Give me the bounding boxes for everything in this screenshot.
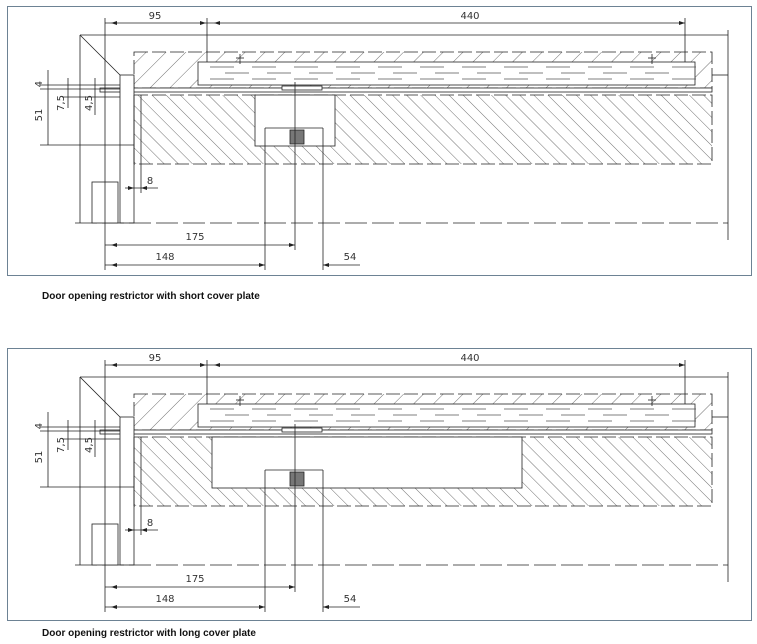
dimension-label-7-5: 7,5 — [56, 437, 67, 453]
dimension-arrowhead — [111, 363, 117, 367]
dimension-arrowhead — [214, 21, 220, 25]
drawing-short-cover-plate: 95 440 175 148 54 8 51 7,5 4,5 4 — [34, 11, 729, 270]
dimension-label-8: 8 — [147, 176, 153, 187]
dimension-arrowhead — [200, 21, 206, 25]
dimension-label-54: 54 — [344, 252, 357, 263]
dimension-arrowhead — [111, 263, 117, 267]
dimension-label-440: 440 — [460, 353, 479, 364]
door-frame-block-hatched — [133, 94, 713, 165]
threaded-pin-icon — [289, 129, 305, 145]
frame-diagonal-line — [79, 34, 121, 76]
dimension-arrowhead — [323, 263, 329, 267]
dimension-label-7-5: 7,5 — [56, 95, 67, 111]
drawing-long-cover-plate: 95 440 175 148 54 8 51 7,5 4,5 4 — [34, 353, 729, 612]
dimension-label-8: 8 — [147, 518, 153, 529]
wall-segment — [119, 74, 135, 224]
threaded-pin-icon — [289, 471, 305, 487]
dimension-label-95: 95 — [149, 353, 162, 364]
dimension-arrowhead — [111, 585, 117, 589]
slide-block — [281, 427, 323, 433]
caption-long-cover-plate: Door opening restrictor with long cover … — [42, 628, 256, 639]
dimension-label-51: 51 — [34, 451, 45, 464]
dimension-arrowhead — [289, 243, 295, 247]
dimension-label-4: 4 — [34, 81, 45, 87]
drawing-frame-long-cover-plate — [7, 348, 752, 621]
dimension-arrowhead — [214, 363, 220, 367]
mounting-plate — [99, 429, 713, 435]
frame-diagonal-line — [79, 376, 121, 418]
dimension-label-440: 440 — [460, 11, 479, 22]
dimension-label-148: 148 — [155, 594, 174, 605]
mounting-plate — [99, 87, 713, 93]
dimension-label-95: 95 — [149, 11, 162, 22]
closer-body — [197, 403, 696, 428]
dimension-label-148: 148 — [155, 252, 174, 263]
dimension-arrowhead — [259, 605, 265, 609]
dimension-arrowhead — [679, 363, 685, 367]
dimension-label-51: 51 — [34, 109, 45, 122]
drawing-frame-short-cover-plate — [7, 6, 752, 276]
dimension-label-175: 175 — [185, 574, 204, 585]
dimension-label-4-5: 4,5 — [84, 437, 95, 453]
dimension-arrowhead — [323, 605, 329, 609]
closer-body — [197, 61, 696, 86]
dimension-arrowhead — [289, 585, 295, 589]
caption-short-cover-plate: Door opening restrictor with short cover… — [42, 291, 260, 302]
dimension-arrowhead — [141, 186, 147, 190]
dimension-arrowhead — [141, 528, 147, 532]
slide-block — [281, 85, 323, 91]
dimension-label-4: 4 — [34, 423, 45, 429]
dimension-label-54: 54 — [344, 594, 357, 605]
dimension-arrowhead — [128, 528, 134, 532]
dimension-label-4-5: 4,5 — [84, 95, 95, 111]
mounting-pocket — [211, 436, 523, 489]
wall-segment — [119, 416, 135, 566]
dimension-arrowhead — [111, 243, 117, 247]
dimension-arrowhead — [679, 21, 685, 25]
dimension-arrowhead — [259, 263, 265, 267]
dimension-label-175: 175 — [185, 232, 204, 243]
dimension-arrowhead — [111, 605, 117, 609]
dimension-arrowhead — [111, 21, 117, 25]
dimension-arrowhead — [200, 363, 206, 367]
dimension-arrowhead — [128, 186, 134, 190]
